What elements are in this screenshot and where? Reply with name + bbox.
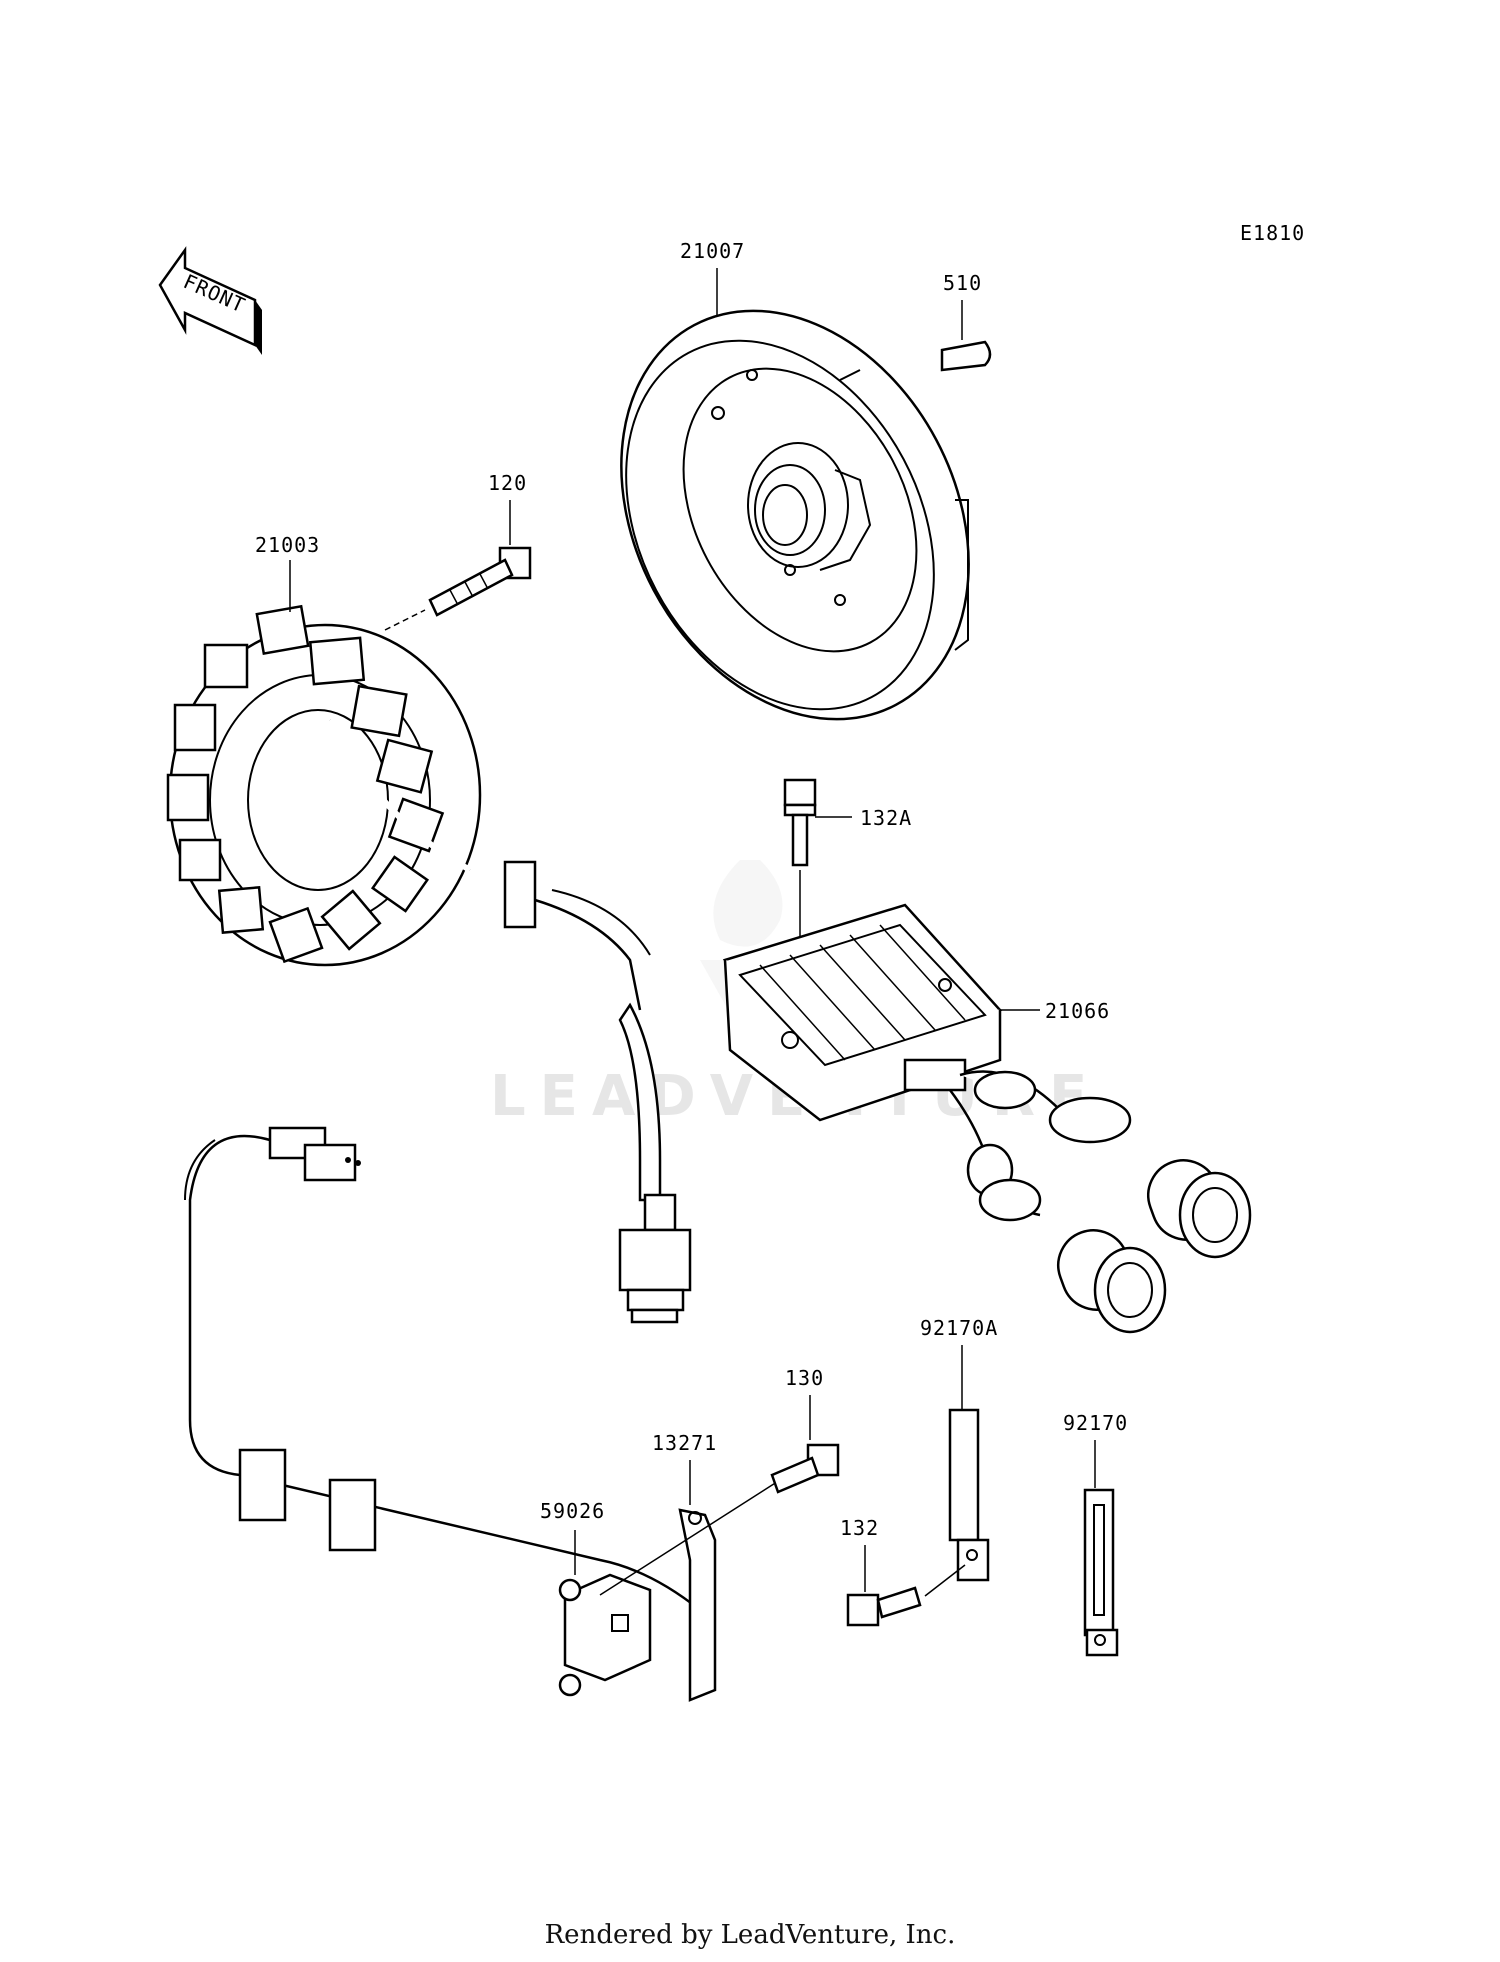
label-13271: 13271 (652, 1431, 717, 1455)
flywheel-rotor (620, 309, 970, 721)
label-59026: 59026 (540, 1499, 605, 1523)
diagram-code: E1810 (1240, 221, 1305, 245)
label-132a: 132A (860, 806, 912, 830)
stator-coil (166, 604, 482, 967)
pickup-coil (558, 1573, 652, 1697)
label-21003: 21003 (255, 533, 320, 557)
bolt-120 (428, 546, 532, 617)
footer-credit: Rendered by LeadVenture, Inc. (544, 1920, 956, 1950)
bolt-132a (783, 778, 817, 867)
label-510: 510 (943, 271, 982, 295)
label-92170: 92170 (1063, 1411, 1128, 1435)
clamp-92170a (948, 1408, 990, 1582)
plate-13271 (678, 1508, 717, 1702)
bolt-130 (770, 1443, 840, 1494)
pickup-wire-harness (184, 1126, 701, 1611)
front-arrow-icon: FRONT (158, 246, 262, 355)
clamp-92170 (1083, 1488, 1119, 1657)
label-120: 120 (488, 471, 527, 495)
label-21007: 21007 (680, 239, 745, 263)
bolt-132 (846, 1586, 922, 1627)
woodruff-key (940, 340, 992, 372)
label-21066: 21066 (1045, 999, 1110, 1023)
label-92170a: 92170A (920, 1316, 998, 1340)
stator-wire-harness (503, 860, 692, 1324)
label-132: 132 (840, 1516, 879, 1540)
regulator-wire-harness (903, 1058, 1252, 1334)
label-130: 130 (785, 1366, 824, 1390)
